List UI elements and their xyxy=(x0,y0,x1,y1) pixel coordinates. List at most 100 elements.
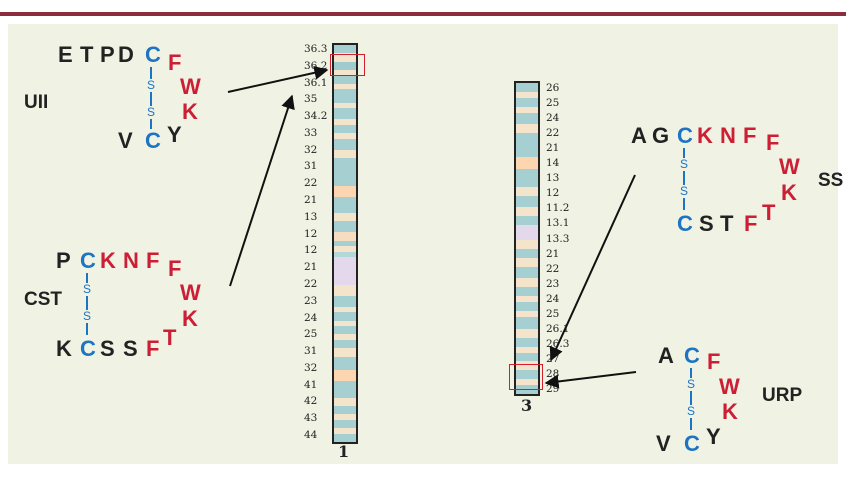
cst-ring-residue: F xyxy=(168,256,182,281)
band-label: 32 xyxy=(304,361,318,374)
ss-disulfide-line xyxy=(683,198,685,210)
urp-ring-residue: F xyxy=(707,349,721,374)
chromosome-1-ideogram xyxy=(332,43,358,444)
chromosome-band xyxy=(334,89,356,105)
chromosome-band xyxy=(516,195,538,209)
chromosome-band xyxy=(334,257,356,287)
ss-arrow xyxy=(549,174,636,362)
chromosome-band xyxy=(334,61,356,72)
cst-disulfide-line xyxy=(86,273,88,283)
chromosome-band xyxy=(516,239,538,251)
chromosome-band xyxy=(334,406,356,416)
urp-sulfur-label: S xyxy=(687,404,696,418)
cst-sulfur-label: S xyxy=(83,309,92,323)
uii-tyrosine: Y xyxy=(167,122,182,147)
cst-ring-residue: K xyxy=(182,306,198,331)
uii-sulfur-label: S xyxy=(147,78,156,92)
chromosome-band xyxy=(334,397,356,408)
accent-rule xyxy=(0,12,846,16)
cst-disulfide-line xyxy=(86,323,88,335)
uii-cysteine-top: C xyxy=(145,42,161,67)
chromosome-band xyxy=(334,240,356,248)
chromosome-band xyxy=(334,284,356,298)
ss-top-residue: F xyxy=(743,123,757,148)
ss-name: SS xyxy=(818,170,844,191)
uii-tail-residue: E xyxy=(58,42,73,67)
cst-bottom-residue: S xyxy=(100,336,115,361)
band-label: 23 xyxy=(304,294,318,307)
chromosome-band xyxy=(334,221,356,235)
chromosome-band xyxy=(334,149,356,160)
band-label: 21 xyxy=(304,261,318,274)
urp-cysteine-top: C xyxy=(684,343,700,368)
ss-sulfur-label: S xyxy=(680,157,689,171)
band-label: 36.3 xyxy=(304,43,328,55)
band-label: 13 xyxy=(304,210,318,223)
ss-ring-residue: F xyxy=(744,211,758,236)
chromosome-band xyxy=(334,419,356,430)
uii-tail-residue: T xyxy=(80,42,94,67)
band-label: 22 xyxy=(304,277,318,290)
band-label: 22 xyxy=(546,262,560,275)
chromosome-band xyxy=(516,266,538,280)
chromosome-band xyxy=(334,108,356,122)
chromosome-1-highlight-box xyxy=(330,54,365,76)
band-label: 29 xyxy=(546,383,560,395)
chromosome-band xyxy=(334,295,356,309)
chromosome-band xyxy=(516,186,538,197)
chromosome-band xyxy=(334,53,356,64)
chromosome-band xyxy=(516,287,538,298)
chromosome-band xyxy=(334,428,356,436)
chromosome-band xyxy=(334,124,356,135)
band-label: 14 xyxy=(546,157,560,170)
band-label: 36.1 xyxy=(304,76,328,89)
ss-ring-residue: W xyxy=(779,154,800,179)
uii-disulfide-line xyxy=(150,119,152,129)
cst-ring-residue: F xyxy=(146,336,160,361)
chromosome-band xyxy=(516,124,538,135)
urp-arrow xyxy=(544,371,637,389)
ss-ring-residue: K xyxy=(781,180,797,205)
ss-top-residue: K xyxy=(697,123,713,148)
chromosome-band xyxy=(334,339,356,350)
urp-disulfide-line xyxy=(690,368,692,378)
urp-disulfide-line xyxy=(690,418,692,430)
chromosome-band xyxy=(334,138,356,152)
band-label: 12 xyxy=(304,244,318,257)
band-label: 26 xyxy=(546,82,560,94)
urp-disulfide-line xyxy=(690,391,692,405)
uii-disulfide-line xyxy=(150,92,152,106)
chromosome-band xyxy=(334,381,356,400)
cst-sulfur-label: S xyxy=(83,282,92,296)
chromosome-band xyxy=(334,185,356,199)
band-label: 44 xyxy=(304,429,318,441)
ss-sulfur-label: S xyxy=(680,184,689,198)
uii-tail-residue: D xyxy=(118,42,134,67)
band-label: 26.1 xyxy=(546,322,570,335)
chromosome-band xyxy=(516,168,538,188)
chromosome-band xyxy=(516,302,538,313)
band-label: 24 xyxy=(546,112,560,125)
chromosome-band xyxy=(516,346,538,354)
chromosome-band xyxy=(516,133,538,159)
urp-ring-residue: W xyxy=(719,374,740,399)
band-label: 13 xyxy=(546,172,560,185)
header-strip xyxy=(0,0,846,17)
chromosome-band xyxy=(334,133,356,141)
cst-cysteine-top: C xyxy=(80,248,96,273)
cst-bottom-residue: S xyxy=(123,336,138,361)
uii-end-residue: V xyxy=(118,128,133,153)
ss-disulfide-line xyxy=(683,171,685,185)
band-label: 22 xyxy=(304,177,318,190)
band-label: 25 xyxy=(546,97,560,110)
chromosome-band xyxy=(516,328,538,339)
cst-proline: P xyxy=(56,248,71,273)
band-label: 25 xyxy=(304,328,318,341)
urp-valine: V xyxy=(656,431,671,456)
chromosome-band xyxy=(516,316,538,331)
chromosome-band xyxy=(334,102,356,110)
band-label: 41 xyxy=(304,378,318,391)
band-label: 24 xyxy=(304,311,318,324)
uii-ring-residue: W xyxy=(180,74,201,99)
